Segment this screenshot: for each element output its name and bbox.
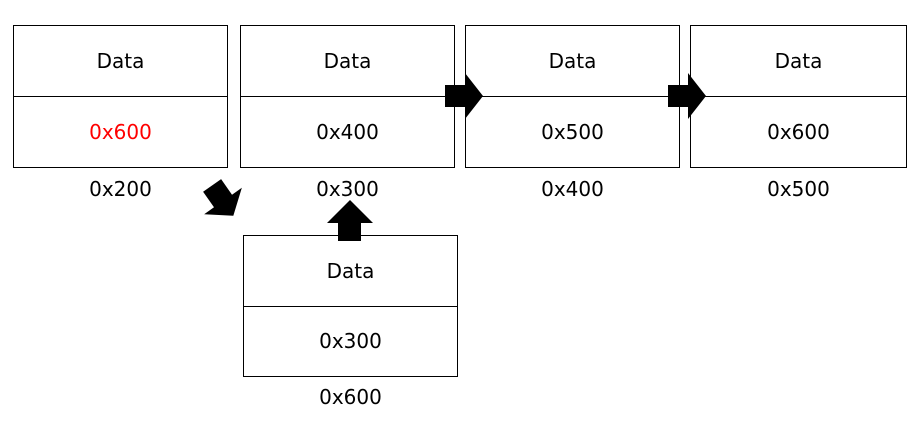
arrow-right-0x400-to-0x500-icon [668,72,706,119]
node-0x200-data-label: Data [96,49,145,73]
arrow-up-0x600-to-0x300-icon [327,200,373,241]
node-0x600-pointer-cell: 0x300 [244,307,457,377]
node-0x200-pointer-value: 0x600 [89,120,152,144]
node-0x500-pointer-value: 0x600 [767,120,830,144]
node-0x600: Data 0x300 [243,235,458,377]
node-0x400-data-cell: Data [466,26,679,97]
node-0x200: Data 0x600 [13,25,228,168]
node-0x300-pointer-cell: 0x400 [241,97,454,167]
node-0x300-data-label: Data [323,49,372,73]
node-0x600-pointer-value: 0x300 [319,329,382,354]
node-0x400-data-label: Data [548,49,597,73]
node-0x200-pointer-cell: 0x600 [14,97,227,167]
node-0x500: Data 0x600 [690,25,907,168]
node-0x600-address-label: 0x600 [319,385,382,409]
node-0x400: Data 0x500 [465,25,680,168]
arrow-down-right-0x200-to-0x600-icon [203,179,242,216]
node-0x200-data-cell: Data [14,26,227,97]
node-0x300: Data 0x400 [240,25,455,168]
node-0x400-pointer-cell: 0x500 [466,97,679,167]
node-0x400-pointer-value: 0x500 [541,120,604,144]
node-0x200-address-label: 0x200 [89,177,152,201]
node-0x300-data-cell: Data [241,26,454,97]
node-0x500-address-label: 0x500 [767,177,830,201]
node-0x500-data-label: Data [774,49,823,73]
node-0x300-pointer-value: 0x400 [316,120,379,144]
node-0x300-address-label: 0x300 [316,177,379,201]
node-0x500-pointer-cell: 0x600 [691,97,906,167]
node-0x500-data-cell: Data [691,26,906,97]
node-0x400-address-label: 0x400 [541,177,604,201]
node-0x600-data-label: Data [326,258,375,283]
node-0x600-data-cell: Data [244,236,457,307]
arrow-right-0x300-to-0x400-icon [445,72,483,119]
